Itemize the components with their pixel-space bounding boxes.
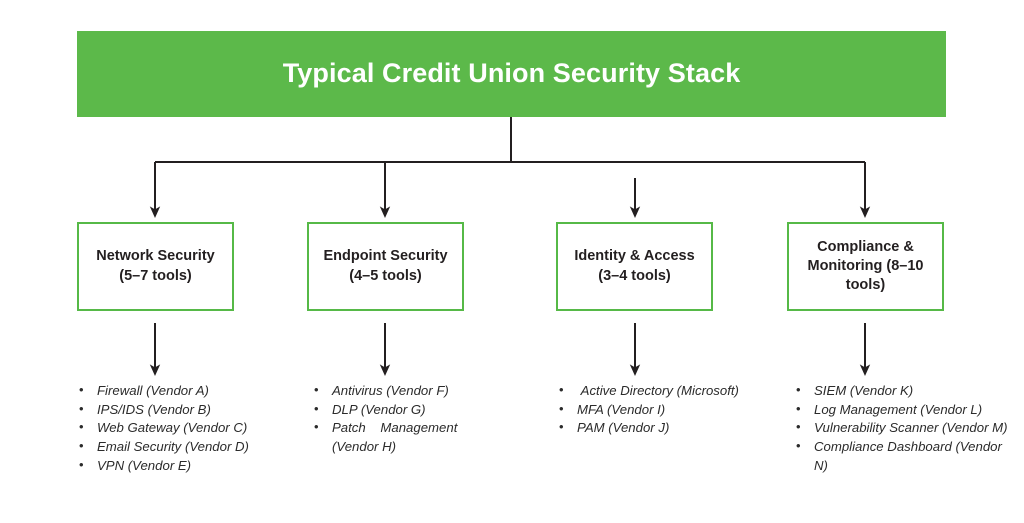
tool-list-item: Log Management (Vendor L) [796, 400, 1019, 420]
tool-list-item: Antivirus (Vendor F) [314, 381, 497, 401]
category-box-network-security[interactable]: Network Security (5–7 tools) [77, 222, 234, 311]
tool-list-item: Vulnerability Scanner (Vendor M) [796, 418, 1019, 438]
tool-list-endpoint-security: Antivirus (Vendor F)DLP (Vendor G)Patch … [300, 381, 497, 457]
tool-list-compliance-and-monitoring: SIEM (Vendor K)Log Management (Vendor L)… [782, 381, 1019, 476]
category-box-identity-and-access[interactable]: Identity & Access (3–4 tools) [556, 222, 713, 311]
tool-list-item: Firewall (Vendor A) [79, 381, 277, 401]
tool-list-item: PAM (Vendor J) [559, 418, 777, 438]
category-label: Identity & Access (3–4 tools) [574, 248, 695, 284]
diagram-header-banner: Typical Credit Union Security Stack [77, 31, 946, 117]
tool-list-network-security: Firewall (Vendor A)IPS/IDS (Vendor B)Web… [65, 381, 277, 476]
category-box-endpoint-security[interactable]: Endpoint Security (4–5 tools) [307, 222, 464, 311]
tool-list-item: Active Directory (Microsoft) [559, 381, 777, 401]
tool-list-item: IPS/IDS (Vendor B) [79, 400, 277, 420]
tool-list-identity-and-access: Active Directory (Microsoft)MFA (Vendor … [545, 381, 777, 438]
tool-list-item: DLP (Vendor G) [314, 400, 497, 420]
tool-list-item: VPN (Vendor E) [79, 456, 277, 476]
category-label: Compliance & Monitoring (8–10 tools) [807, 238, 924, 294]
category-label: Endpoint Security (4–5 tools) [323, 248, 448, 284]
tool-list-item: Email Security (Vendor D) [79, 437, 277, 457]
tool-list-item: Compliance Dashboard (Vendor N) [796, 437, 1019, 475]
category-box-compliance-and-monitoring[interactable]: Compliance & Monitoring (8–10 tools) [787, 222, 944, 311]
tool-list-item: Patch Management (Vendor H) [314, 418, 497, 456]
category-label: Network Security (5–7 tools) [96, 248, 215, 284]
tool-list-item: Web Gateway (Vendor C) [79, 418, 277, 438]
tool-list-item: SIEM (Vendor K) [796, 381, 1019, 401]
tool-list-item: MFA (Vendor I) [559, 400, 777, 420]
page-title: Typical Credit Union Security Stack [282, 58, 741, 89]
